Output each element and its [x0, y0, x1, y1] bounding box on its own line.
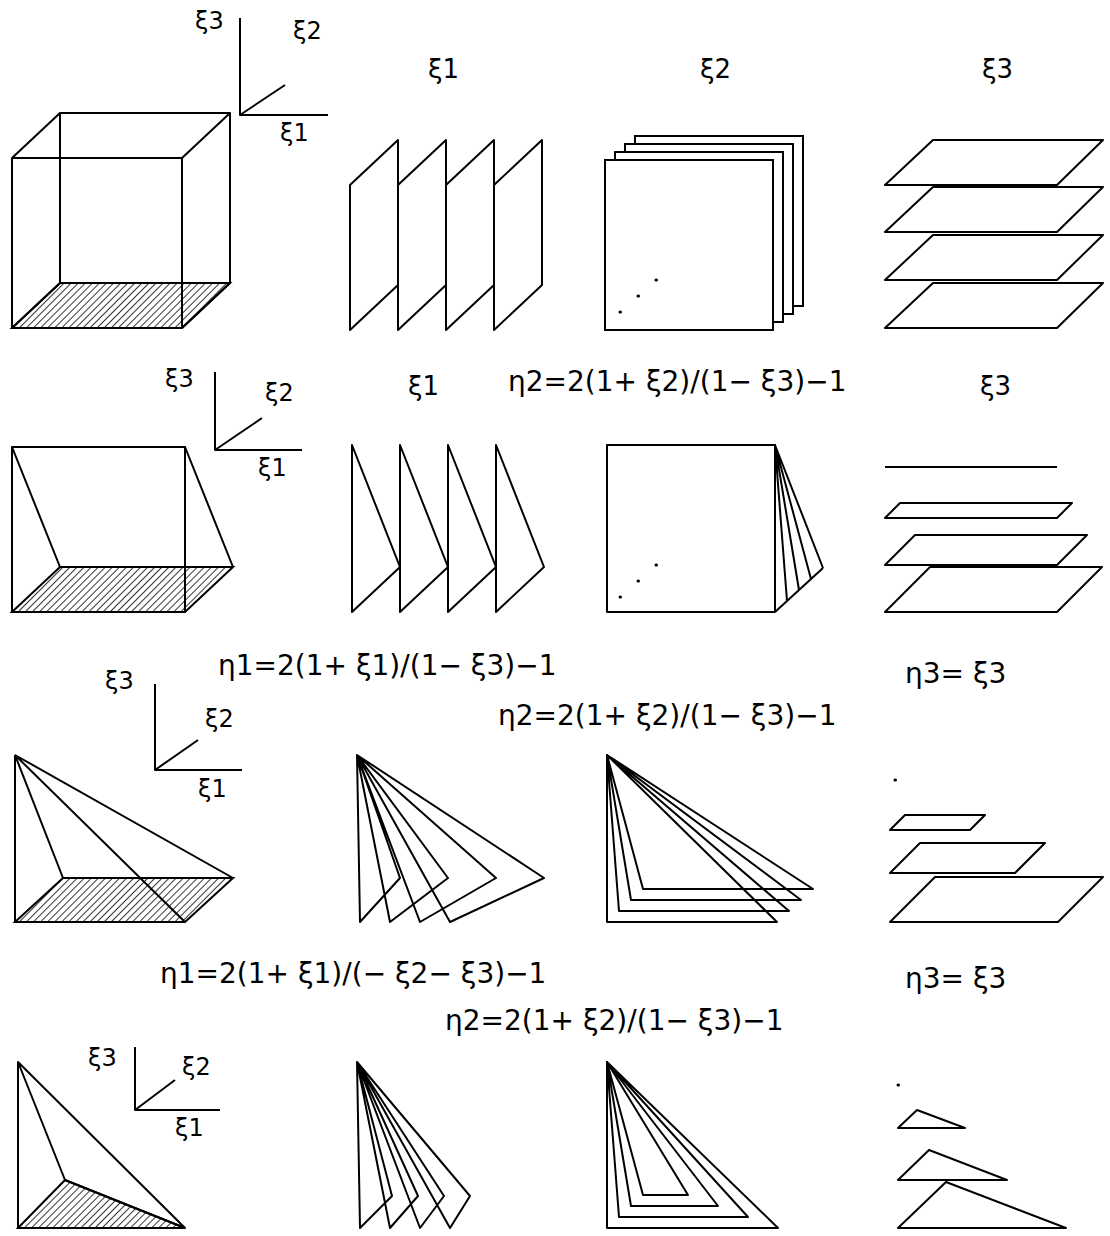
axis-label-text: ξ1: [258, 454, 287, 482]
coordinate-planes: [350, 140, 542, 330]
coordinate-planes: [890, 815, 1103, 922]
axis-label-text: ξ1: [175, 1114, 204, 1142]
formula-text: η3= ξ3: [905, 962, 1006, 995]
coordinate-planes: [898, 1110, 1066, 1228]
axis-lines: [240, 18, 328, 115]
axis-lines: [155, 684, 242, 770]
column-header: ξ2: [700, 55, 731, 85]
axis-label-text: ξ3: [195, 7, 224, 35]
formula: η3= ξ3: [905, 963, 1006, 995]
axis-label: ξ3: [88, 1045, 117, 1073]
column-header: ξ1: [428, 55, 459, 85]
hatched-face: [15, 878, 233, 922]
formula: η2=2(1+ ξ2)/(1− ξ3)−1: [498, 700, 836, 732]
axis-lines: [215, 372, 302, 450]
formula-text: η2=2(1+ ξ2)/(1− ξ3)−1: [508, 365, 846, 398]
column-header: ξ3: [980, 372, 1011, 402]
axis-label: ξ1: [280, 120, 309, 148]
axis-label: ξ2: [265, 380, 294, 408]
formula: η2=2(1+ ξ2)/(1− ξ3)−1: [508, 366, 846, 398]
column-header-text: ξ3: [982, 54, 1013, 84]
axis-label: ξ1: [175, 1115, 204, 1143]
axis-label: ξ3: [165, 366, 194, 394]
formula-text: η1=2(1+ ξ1)/(− ξ2− ξ3)−1: [160, 957, 546, 990]
coordinate-planes: [885, 140, 1103, 328]
coordinate-planes: [607, 1062, 778, 1228]
formula: η3= ξ3: [905, 658, 1006, 690]
coordinate-planes: [357, 755, 544, 922]
axis-label: ξ2: [182, 1054, 211, 1082]
column-header-text: ξ1: [408, 371, 439, 401]
column-header-text: ξ2: [700, 54, 731, 84]
axis-label-text: ξ2: [265, 379, 294, 407]
column-header: ξ3: [982, 55, 1013, 85]
column-header-text: ξ1: [428, 54, 459, 84]
coordinate-planes: [352, 445, 544, 612]
axis-lines: [135, 1047, 220, 1110]
coordinate-planes: [357, 1062, 470, 1228]
formula-text: η2=2(1+ ξ2)/(1− ξ3)−1: [498, 699, 836, 732]
axis-label-text: ξ2: [182, 1053, 211, 1081]
axis-label: ξ2: [205, 706, 234, 734]
formula-text: η1=2(1+ ξ1)/(1− ξ3)−1: [218, 649, 556, 682]
pyramid-outline: [15, 755, 233, 922]
axis-label: ξ3: [195, 8, 224, 36]
prism-outline: [12, 447, 233, 612]
formula: η1=2(1+ ξ1)/(1− ξ3)−1: [218, 650, 556, 682]
collapsed-point: [894, 779, 898, 782]
axis-label-text: ξ3: [165, 365, 194, 393]
axis-label: ξ1: [258, 455, 287, 483]
formula: η2=2(1+ ξ2)/(1− ξ3)−1: [445, 1005, 783, 1037]
coordinate-plane: [605, 160, 773, 330]
ellipsis-dots: [620, 280, 657, 312]
coordinate-planes: [607, 755, 813, 922]
ellipsis-dots: [620, 565, 657, 597]
hatched-face: [12, 567, 233, 612]
column-header-text: ξ3: [980, 371, 1011, 401]
cube-outline: [12, 113, 230, 328]
axis-label-text: ξ3: [105, 667, 134, 695]
coordinate-planes: [885, 467, 1102, 612]
formula-text: η3= ξ3: [905, 657, 1006, 690]
axis-label-text: ξ1: [198, 775, 227, 803]
axis-label-text: ξ3: [88, 1044, 117, 1072]
tetrahedron-outline: [18, 1062, 185, 1228]
axis-label-text: ξ1: [280, 119, 309, 147]
column-header: ξ1: [408, 372, 439, 402]
axis-label: ξ3: [105, 668, 134, 696]
formula: η1=2(1+ ξ1)/(− ξ2− ξ3)−1: [160, 958, 546, 990]
axis-label: ξ1: [198, 776, 227, 804]
coordinate-planes: [607, 445, 823, 612]
axis-label-text: ξ2: [293, 17, 322, 45]
collapsed-point: [897, 1084, 901, 1087]
hatched-face: [12, 283, 230, 328]
formula-text: η2=2(1+ ξ2)/(1− ξ3)−1: [445, 1004, 783, 1037]
axis-label: ξ2: [293, 18, 322, 46]
axis-label-text: ξ2: [205, 705, 234, 733]
